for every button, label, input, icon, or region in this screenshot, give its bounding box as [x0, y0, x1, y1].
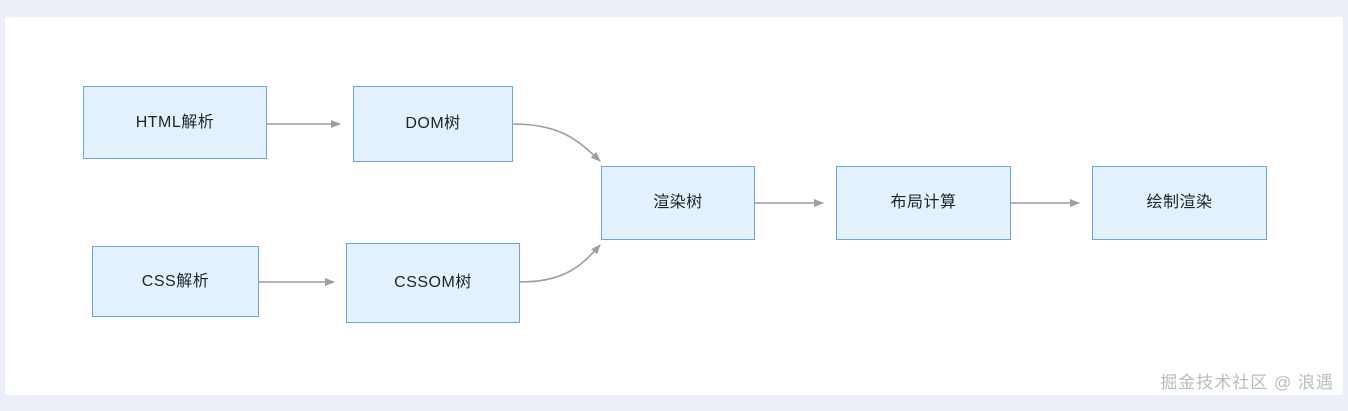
node-paint-render[interactable]: 绘制渲染	[1092, 166, 1267, 240]
node-layout-calculation[interactable]: 布局计算	[836, 166, 1011, 240]
node-label: 绘制渲染	[1146, 194, 1213, 211]
watermark-text: 掘金技术社区 @ 浪遇	[1160, 373, 1334, 392]
node-label: CSS解析	[141, 272, 210, 290]
node-label: 渲染树	[653, 194, 703, 211]
node-cssom-tree[interactable]: CSSOM树	[346, 243, 520, 323]
node-dom-tree[interactable]: DOM树	[353, 86, 513, 162]
node-label: HTML解析	[135, 113, 215, 131]
node-label: CSSOM树	[394, 274, 472, 291]
node-label: 布局计算	[890, 194, 957, 211]
node-label: DOM树	[405, 115, 461, 132]
node-css-parse[interactable]: CSS解析	[92, 246, 259, 317]
node-html-parse[interactable]: HTML解析	[83, 86, 267, 159]
node-render-tree[interactable]: 渲染树	[601, 166, 755, 240]
